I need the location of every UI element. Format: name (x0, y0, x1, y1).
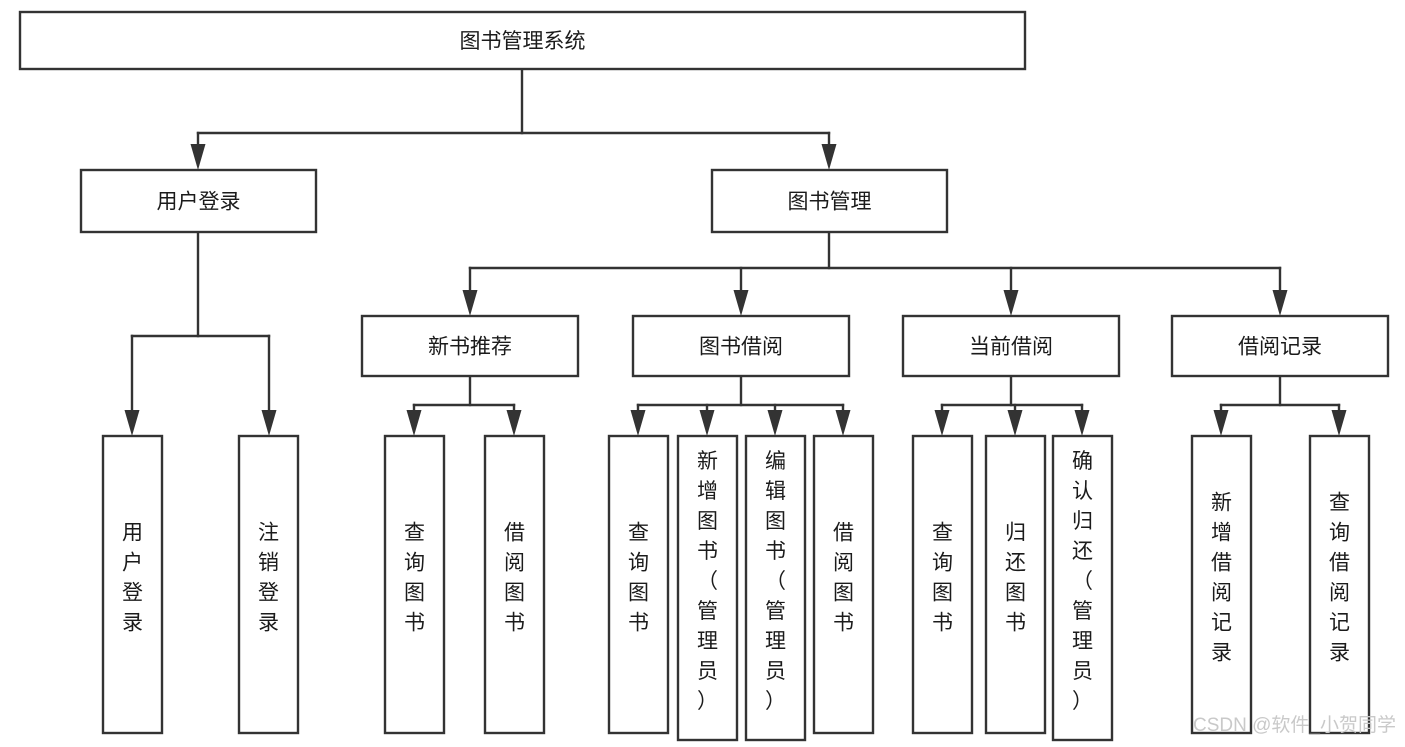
book-borrow-drop-3-arrowhead (835, 410, 851, 436)
current-borrow-drop-0-arrowhead (934, 410, 950, 436)
node-label-leaf-query-book-cur: 查询图书 (932, 522, 953, 635)
node-label-root: 图书管理系统 (460, 30, 586, 53)
node-leaf-query-book-cur[interactable]: 查询图书 (911, 434, 974, 735)
node-label-leaf-borrow-book-rec: 借阅图书 (504, 522, 525, 635)
node-current-borrow[interactable]: 当前借阅 (901, 314, 1121, 378)
node-leaf-confirm-return[interactable]: 确认归还（管理员） (1051, 434, 1114, 742)
user-login-drop-0-arrowhead (124, 410, 140, 436)
connector-lines-group (124, 67, 1347, 436)
node-label-new-book-rec: 新书推荐 (428, 336, 512, 359)
book-manage-drop-0-arrowhead (462, 290, 478, 316)
node-borrow-record[interactable]: 借阅记录 (1170, 314, 1390, 378)
borrow-record-drop-1-arrowhead (1331, 410, 1347, 436)
node-label-leaf-confirm-return: 确认归还（管理员） (1072, 450, 1093, 713)
node-label-leaf-edit-book: 编辑图书（管理员） (765, 450, 786, 713)
node-box-leaf-user-logout[interactable] (237, 434, 300, 735)
node-box-leaf-add-book[interactable] (676, 434, 739, 742)
book-borrow-drop-1-arrowhead (699, 410, 715, 436)
node-label-leaf-query-book-rec: 查询图书 (404, 522, 425, 635)
node-label-leaf-add-record: 新增借阅记录 (1211, 492, 1232, 665)
root-drop-1-arrowhead (821, 144, 837, 170)
node-leaf-query-book-rec[interactable]: 查询图书 (383, 434, 446, 735)
node-leaf-borrow-book-rec[interactable]: 借阅图书 (483, 434, 546, 735)
node-label-user-login: 用户登录 (157, 191, 241, 214)
node-boxes-group: 图书管理系统用户登录图书管理新书推荐图书借阅当前借阅借阅记录用户登录注销登录查询… (18, 10, 1390, 742)
user-login-drop-1-arrowhead (261, 410, 277, 436)
node-box-leaf-borrow-book-rec[interactable] (483, 434, 546, 735)
node-box-borrow-record[interactable] (1170, 314, 1390, 378)
node-box-leaf-query-record[interactable] (1308, 434, 1371, 735)
node-label-leaf-user-login: 用户登录 (122, 522, 143, 635)
node-leaf-query-record[interactable]: 查询借阅记录 (1308, 434, 1371, 735)
node-root[interactable]: 图书管理系统 (18, 10, 1027, 71)
node-label-leaf-query-record: 查询借阅记录 (1329, 492, 1350, 665)
node-box-current-borrow[interactable] (901, 314, 1121, 378)
node-box-leaf-borrow-book[interactable] (812, 434, 875, 735)
node-box-leaf-query-book-rec[interactable] (383, 434, 446, 735)
node-label-book-borrow: 图书借阅 (699, 336, 783, 359)
node-leaf-add-record[interactable]: 新增借阅记录 (1190, 434, 1253, 735)
new-book-rec-drop-1-arrowhead (506, 410, 522, 436)
new-book-rec-drop-0-arrowhead (406, 410, 422, 436)
book-manage-drop-2-arrowhead (1003, 290, 1019, 316)
node-leaf-return-book[interactable]: 归还图书 (984, 434, 1047, 735)
node-label-leaf-query-book: 查询图书 (628, 522, 649, 635)
root-drop-0-arrowhead (190, 144, 206, 170)
node-box-leaf-edit-book[interactable] (744, 434, 807, 742)
node-box-leaf-confirm-return[interactable] (1051, 434, 1114, 742)
node-label-book-manage: 图书管理 (788, 191, 872, 214)
node-box-leaf-query-book[interactable] (607, 434, 670, 735)
node-box-user-login[interactable] (79, 168, 318, 234)
current-borrow-drop-1-arrowhead (1007, 410, 1023, 436)
node-box-leaf-query-book-cur[interactable] (911, 434, 974, 735)
node-box-leaf-return-book[interactable] (984, 434, 1047, 735)
node-leaf-query-book[interactable]: 查询图书 (607, 434, 670, 735)
node-label-borrow-record: 借阅记录 (1238, 336, 1322, 359)
node-label-leaf-user-logout: 注销登录 (258, 522, 279, 635)
csdn-watermark: CSDN @软件_小贺同学 (1193, 714, 1396, 736)
node-user-login[interactable]: 用户登录 (79, 168, 318, 234)
node-leaf-add-book[interactable]: 新增图书（管理员） (676, 434, 739, 742)
node-leaf-borrow-book[interactable]: 借阅图书 (812, 434, 875, 735)
node-box-leaf-user-login[interactable] (101, 434, 164, 735)
node-book-manage[interactable]: 图书管理 (710, 168, 949, 234)
book-borrow-drop-2-arrowhead (767, 410, 783, 436)
node-leaf-user-login[interactable]: 用户登录 (101, 434, 164, 735)
node-label-current-borrow: 当前借阅 (969, 336, 1053, 359)
node-box-book-manage[interactable] (710, 168, 949, 234)
node-box-root[interactable] (18, 10, 1027, 71)
node-leaf-edit-book[interactable]: 编辑图书（管理员） (744, 434, 807, 742)
book-manage-drop-3-arrowhead (1272, 290, 1288, 316)
node-box-leaf-add-record[interactable] (1190, 434, 1253, 735)
node-box-new-book-rec[interactable] (360, 314, 580, 378)
node-label-leaf-add-book: 新增图书（管理员） (697, 450, 718, 713)
node-box-book-borrow[interactable] (631, 314, 851, 378)
node-book-borrow[interactable]: 图书借阅 (631, 314, 851, 378)
node-new-book-rec[interactable]: 新书推荐 (360, 314, 580, 378)
node-label-leaf-borrow-book: 借阅图书 (833, 522, 854, 635)
book-manage-drop-1-arrowhead (733, 290, 749, 316)
node-leaf-user-logout[interactable]: 注销登录 (237, 434, 300, 735)
borrow-record-drop-0-arrowhead (1213, 410, 1229, 436)
book-borrow-drop-0-arrowhead (630, 410, 646, 436)
node-label-leaf-return-book: 归还图书 (1005, 522, 1026, 635)
current-borrow-drop-2-arrowhead (1074, 410, 1090, 436)
